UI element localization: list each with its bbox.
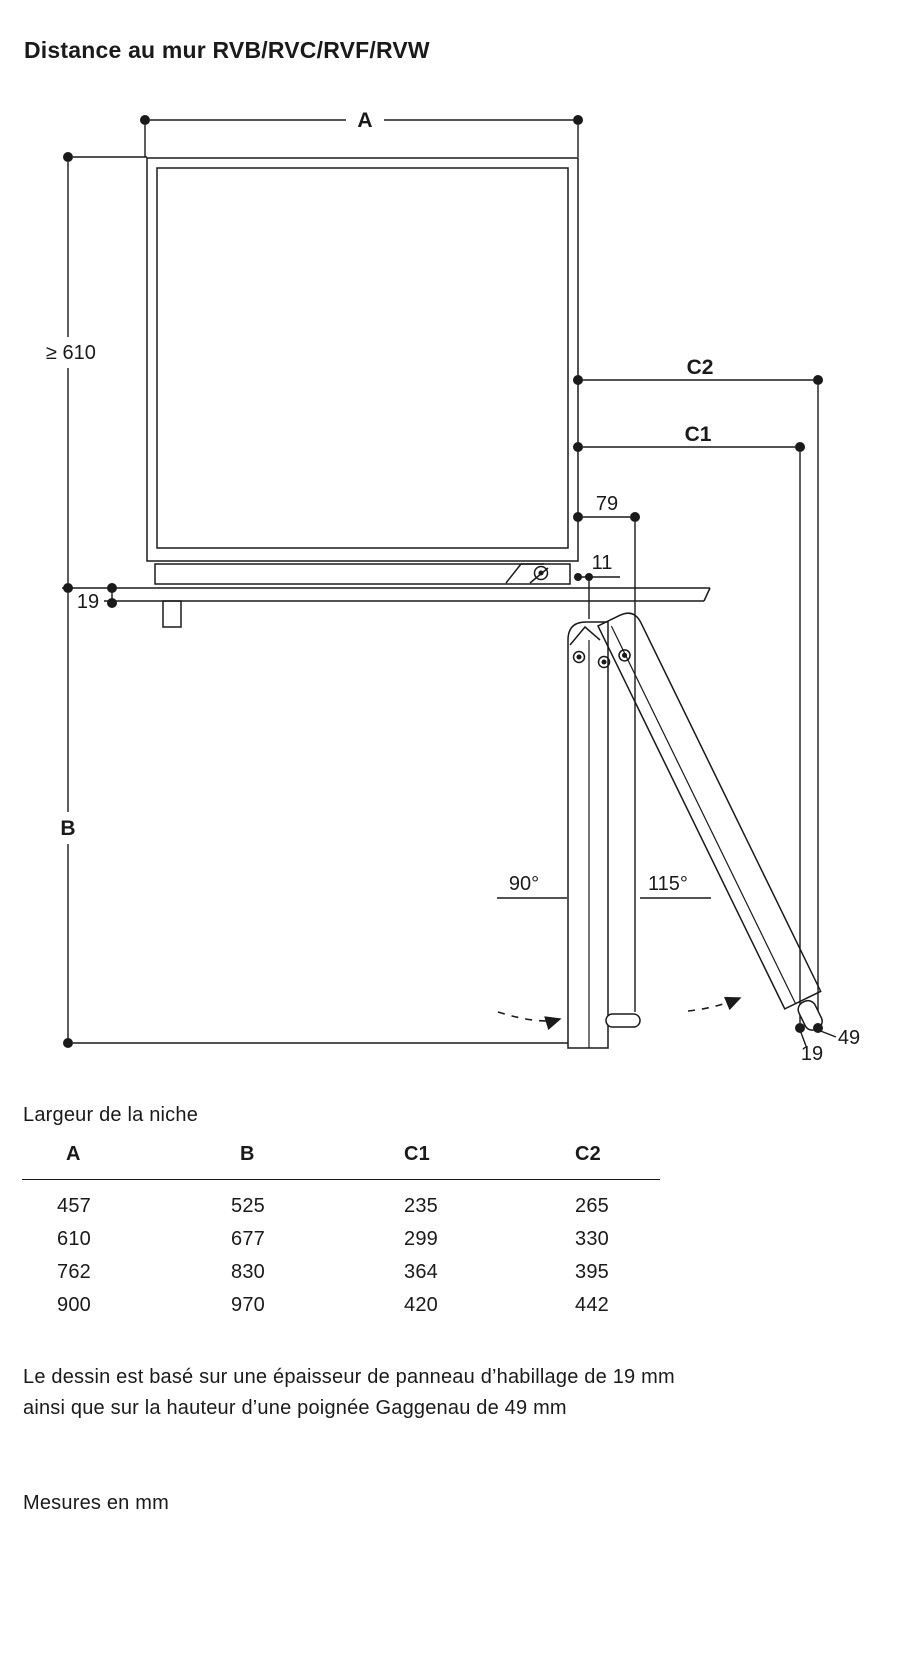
- niche-width-table: A B C1 C2 457 525 235 265 610 677 299 33…: [22, 1142, 660, 1322]
- dim-label-min-depth: ≥ 610: [46, 342, 96, 364]
- table-cell: 830: [231, 1261, 265, 1283]
- table-row: 762 830 364 395: [22, 1256, 660, 1289]
- units-note: Mesures en mm: [23, 1492, 169, 1514]
- dim-label-19-left: 19: [77, 591, 99, 613]
- column-header-c1: C1: [404, 1142, 575, 1180]
- table-cell: 677: [231, 1228, 265, 1250]
- table-cell: 235: [404, 1195, 438, 1217]
- table-cell: 970: [231, 1294, 265, 1316]
- dim-min-depth: [67, 156, 147, 583]
- dim-c2: [583, 379, 819, 1023]
- table-cell: 330: [575, 1228, 609, 1250]
- cabinet-outline: [146, 157, 579, 585]
- table-cell: 420: [404, 1294, 438, 1316]
- dimension-dots: [63, 115, 823, 1048]
- table-cell: 610: [57, 1228, 91, 1250]
- column-header-c2: C2: [575, 1142, 660, 1180]
- column-header-a: A: [22, 1142, 231, 1180]
- dim-label-79: 79: [596, 493, 618, 515]
- dim-b: [67, 593, 568, 1044]
- table-cell: 900: [57, 1294, 91, 1316]
- door-open-90: [567, 621, 641, 1049]
- table-cell: 442: [575, 1294, 609, 1316]
- dim-label-49: 49: [838, 1027, 860, 1049]
- dim-label-c2: C2: [687, 356, 714, 379]
- dim-c1: [583, 446, 801, 1023]
- dim-label-b: B: [60, 817, 75, 840]
- dim-11: [578, 576, 620, 619]
- dim-label-19-right: 19: [801, 1043, 823, 1065]
- dim-label-a: A: [357, 109, 372, 132]
- angle-label-90: 90°: [509, 873, 539, 895]
- table-header-row: A B C1 C2: [22, 1142, 660, 1180]
- table-cell: 457: [57, 1195, 91, 1217]
- door-swing-arrows: [497, 996, 742, 1031]
- footnote-line: ainsi que sur la hauteur d’une poignée G…: [23, 1397, 567, 1419]
- table-cell: 762: [57, 1261, 91, 1283]
- footnote: Le dessin est basé sur une épaisseur de …: [23, 1362, 843, 1424]
- table-cell: 364: [404, 1261, 438, 1283]
- table-cell: 265: [575, 1195, 609, 1217]
- dim-79: [583, 516, 636, 1012]
- dim-label-c1: C1: [685, 423, 712, 446]
- dim-a: [144, 119, 579, 157]
- table-cell: 299: [404, 1228, 438, 1250]
- door-open-115: [596, 612, 823, 1031]
- table-row: 610 677 299 330: [22, 1223, 660, 1256]
- dim-label-11: 11: [592, 552, 613, 574]
- worktop-line: [62, 587, 711, 628]
- table-row: 900 970 420 442: [22, 1289, 660, 1322]
- table-title: Largeur de la niche: [23, 1104, 199, 1126]
- page-title: Distance au mur RVB/RVC/RVF/RVW: [24, 37, 430, 63]
- installation-diagram: A ≥ 610 C2 C1 79 11 19 B 90° 115° 19 49: [46, 109, 860, 1065]
- table-cell: 395: [575, 1261, 609, 1283]
- table-cell: 525: [231, 1195, 265, 1217]
- angle-label-115: 115°: [648, 873, 688, 895]
- column-header-b: B: [231, 1142, 404, 1180]
- footnote-line: Le dessin est basé sur une épaisseur de …: [23, 1366, 675, 1388]
- table-row: 457 525 235 265: [22, 1180, 660, 1224]
